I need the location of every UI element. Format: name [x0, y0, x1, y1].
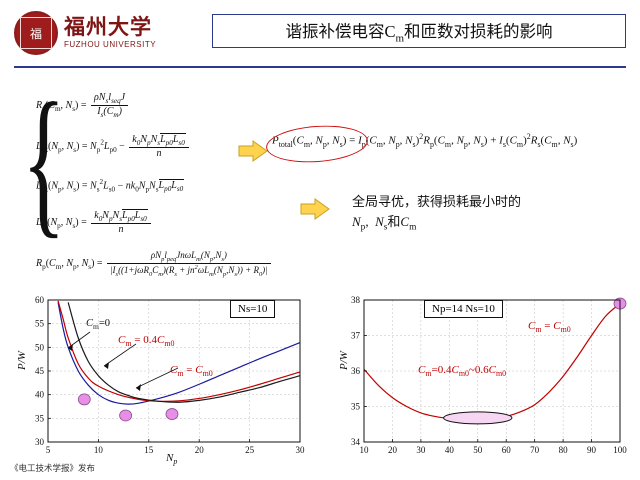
- svg-text:20: 20: [388, 445, 398, 455]
- chart-left-yaxis-label: P/W: [16, 351, 28, 370]
- university-logo: 福 福州大学 FUZHOU UNIVERSITY: [14, 8, 204, 58]
- svg-text:80: 80: [559, 445, 569, 455]
- arrow-right-icon-2: [300, 198, 330, 220]
- page-title: 谐振补偿电容Cm和匝数对损耗的影响: [285, 18, 552, 44]
- slide-title-box: 谐振补偿电容Cm和匝数对损耗的影响: [212, 14, 626, 48]
- svg-text:15: 15: [144, 445, 154, 455]
- svg-text:34: 34: [351, 437, 361, 447]
- logo-text: 福州大学 FUZHOU UNIVERSITY: [64, 17, 156, 49]
- svg-text:35: 35: [351, 402, 361, 412]
- svg-text:10: 10: [94, 445, 104, 455]
- svg-text:36: 36: [351, 366, 361, 376]
- optimization-line1: 全局寻优，获得损耗最小时的: [352, 194, 522, 209]
- chart-right-yaxis-label: P/W: [338, 351, 350, 370]
- brace-icon: {: [22, 69, 66, 252]
- chart-right-ann-range: Cm=0.4Cm0~0.6Cm0: [418, 364, 507, 379]
- svg-text:60: 60: [35, 295, 45, 305]
- chart-left-ticklabels: 5 10 15 20 25 30 30 35 40 45 50 55 60: [35, 295, 305, 455]
- svg-text:25: 25: [245, 445, 255, 455]
- svg-text:40: 40: [445, 445, 455, 455]
- chart-left-markers: [77, 393, 179, 422]
- highlight-ellipse-formula: [264, 122, 370, 166]
- svg-text:38: 38: [351, 295, 361, 305]
- chart-left-ann-cm0: Cm=0: [86, 318, 111, 332]
- chart-right-boxed-label: Np=14 Ns=10: [424, 300, 503, 318]
- svg-text:20: 20: [195, 445, 205, 455]
- chart-right-highlight: [443, 411, 513, 425]
- svg-text:90: 90: [587, 445, 597, 455]
- svg-text:50: 50: [473, 445, 483, 455]
- svg-text:35: 35: [35, 413, 45, 423]
- chart-left-boxed-label: Ns=10: [230, 300, 276, 318]
- seal-glyph: 福: [20, 17, 52, 49]
- equation-lsk-s: Lsk(Np, Ns) = Ns2Ls0 − nk0NpNsLp0Ls0: [36, 178, 185, 194]
- logo-cn: 福州大学: [64, 15, 152, 39]
- svg-text:10: 10: [360, 445, 370, 455]
- svg-text:30: 30: [35, 437, 45, 447]
- chart-left-leader-lines: [67, 331, 179, 391]
- header-divider: [14, 66, 626, 68]
- equation-rp: Rp(Cm, Np, Ns) = ρNplpeqJnωLm(Np,Ns)|Is(…: [36, 250, 273, 278]
- svg-text:100: 100: [613, 445, 627, 455]
- chart-left-ann-04cm0: Cm = 0.4Cm0: [118, 334, 175, 349]
- svg-text:30: 30: [416, 445, 426, 455]
- arrow-right-icon-1: [238, 140, 268, 162]
- svg-text:50: 50: [35, 342, 45, 352]
- svg-text:70: 70: [530, 445, 540, 455]
- logo-en: FUZHOU UNIVERSITY: [64, 40, 157, 49]
- chart-right: 10 20 30 40 50 60 70 80 90 100 34 35 36 37 38: [338, 292, 630, 464]
- svg-text:40: 40: [35, 390, 45, 400]
- chart-right-ann-cmcm0: Cm = Cm0: [528, 320, 571, 335]
- chart-left-xaxis-label: Np: [166, 452, 178, 467]
- svg-text:30: 30: [296, 445, 306, 455]
- footer-note: 《电工技术学报》发布: [10, 463, 96, 473]
- optimization-note: 全局寻优，获得损耗最小时的 Np, Ns和Cm: [352, 192, 521, 235]
- svg-text:37: 37: [351, 331, 361, 341]
- chart-left-axes: [47, 299, 301, 443]
- svg-text:60: 60: [502, 445, 512, 455]
- svg-text:5: 5: [46, 445, 51, 455]
- seal-icon: 福: [14, 11, 58, 55]
- optimization-line2: Np, Ns和Cm: [352, 214, 417, 233]
- title-pre: 谐振补偿电容C: [285, 21, 396, 41]
- svg-text:55: 55: [35, 319, 45, 329]
- chart-left-series: [57, 300, 301, 405]
- total-loss-formula: Ptotal(Cm, Np, Ns) = Ip(Cm, Np, Ns)2Rp(C…: [272, 132, 578, 149]
- title-post: 和匝数对损耗的影响: [404, 21, 553, 41]
- chart-right-ticklabels: 10 20 30 40 50 60 70 80 90 100 34 35 36 37 38: [351, 295, 627, 455]
- chart-left: 5 10 15 20 25 30 30 35 40 45 50 55 60: [18, 292, 310, 464]
- title-sub: m: [395, 32, 405, 45]
- chart-right-series: [363, 303, 621, 421]
- chart-left-svg: 5 10 15 20 25 30 30 35 40 45 50 55 60: [35, 295, 305, 455]
- chart-left-ann-cmcm0: Cm = Cm0: [170, 364, 213, 379]
- svg-text:45: 45: [35, 366, 45, 376]
